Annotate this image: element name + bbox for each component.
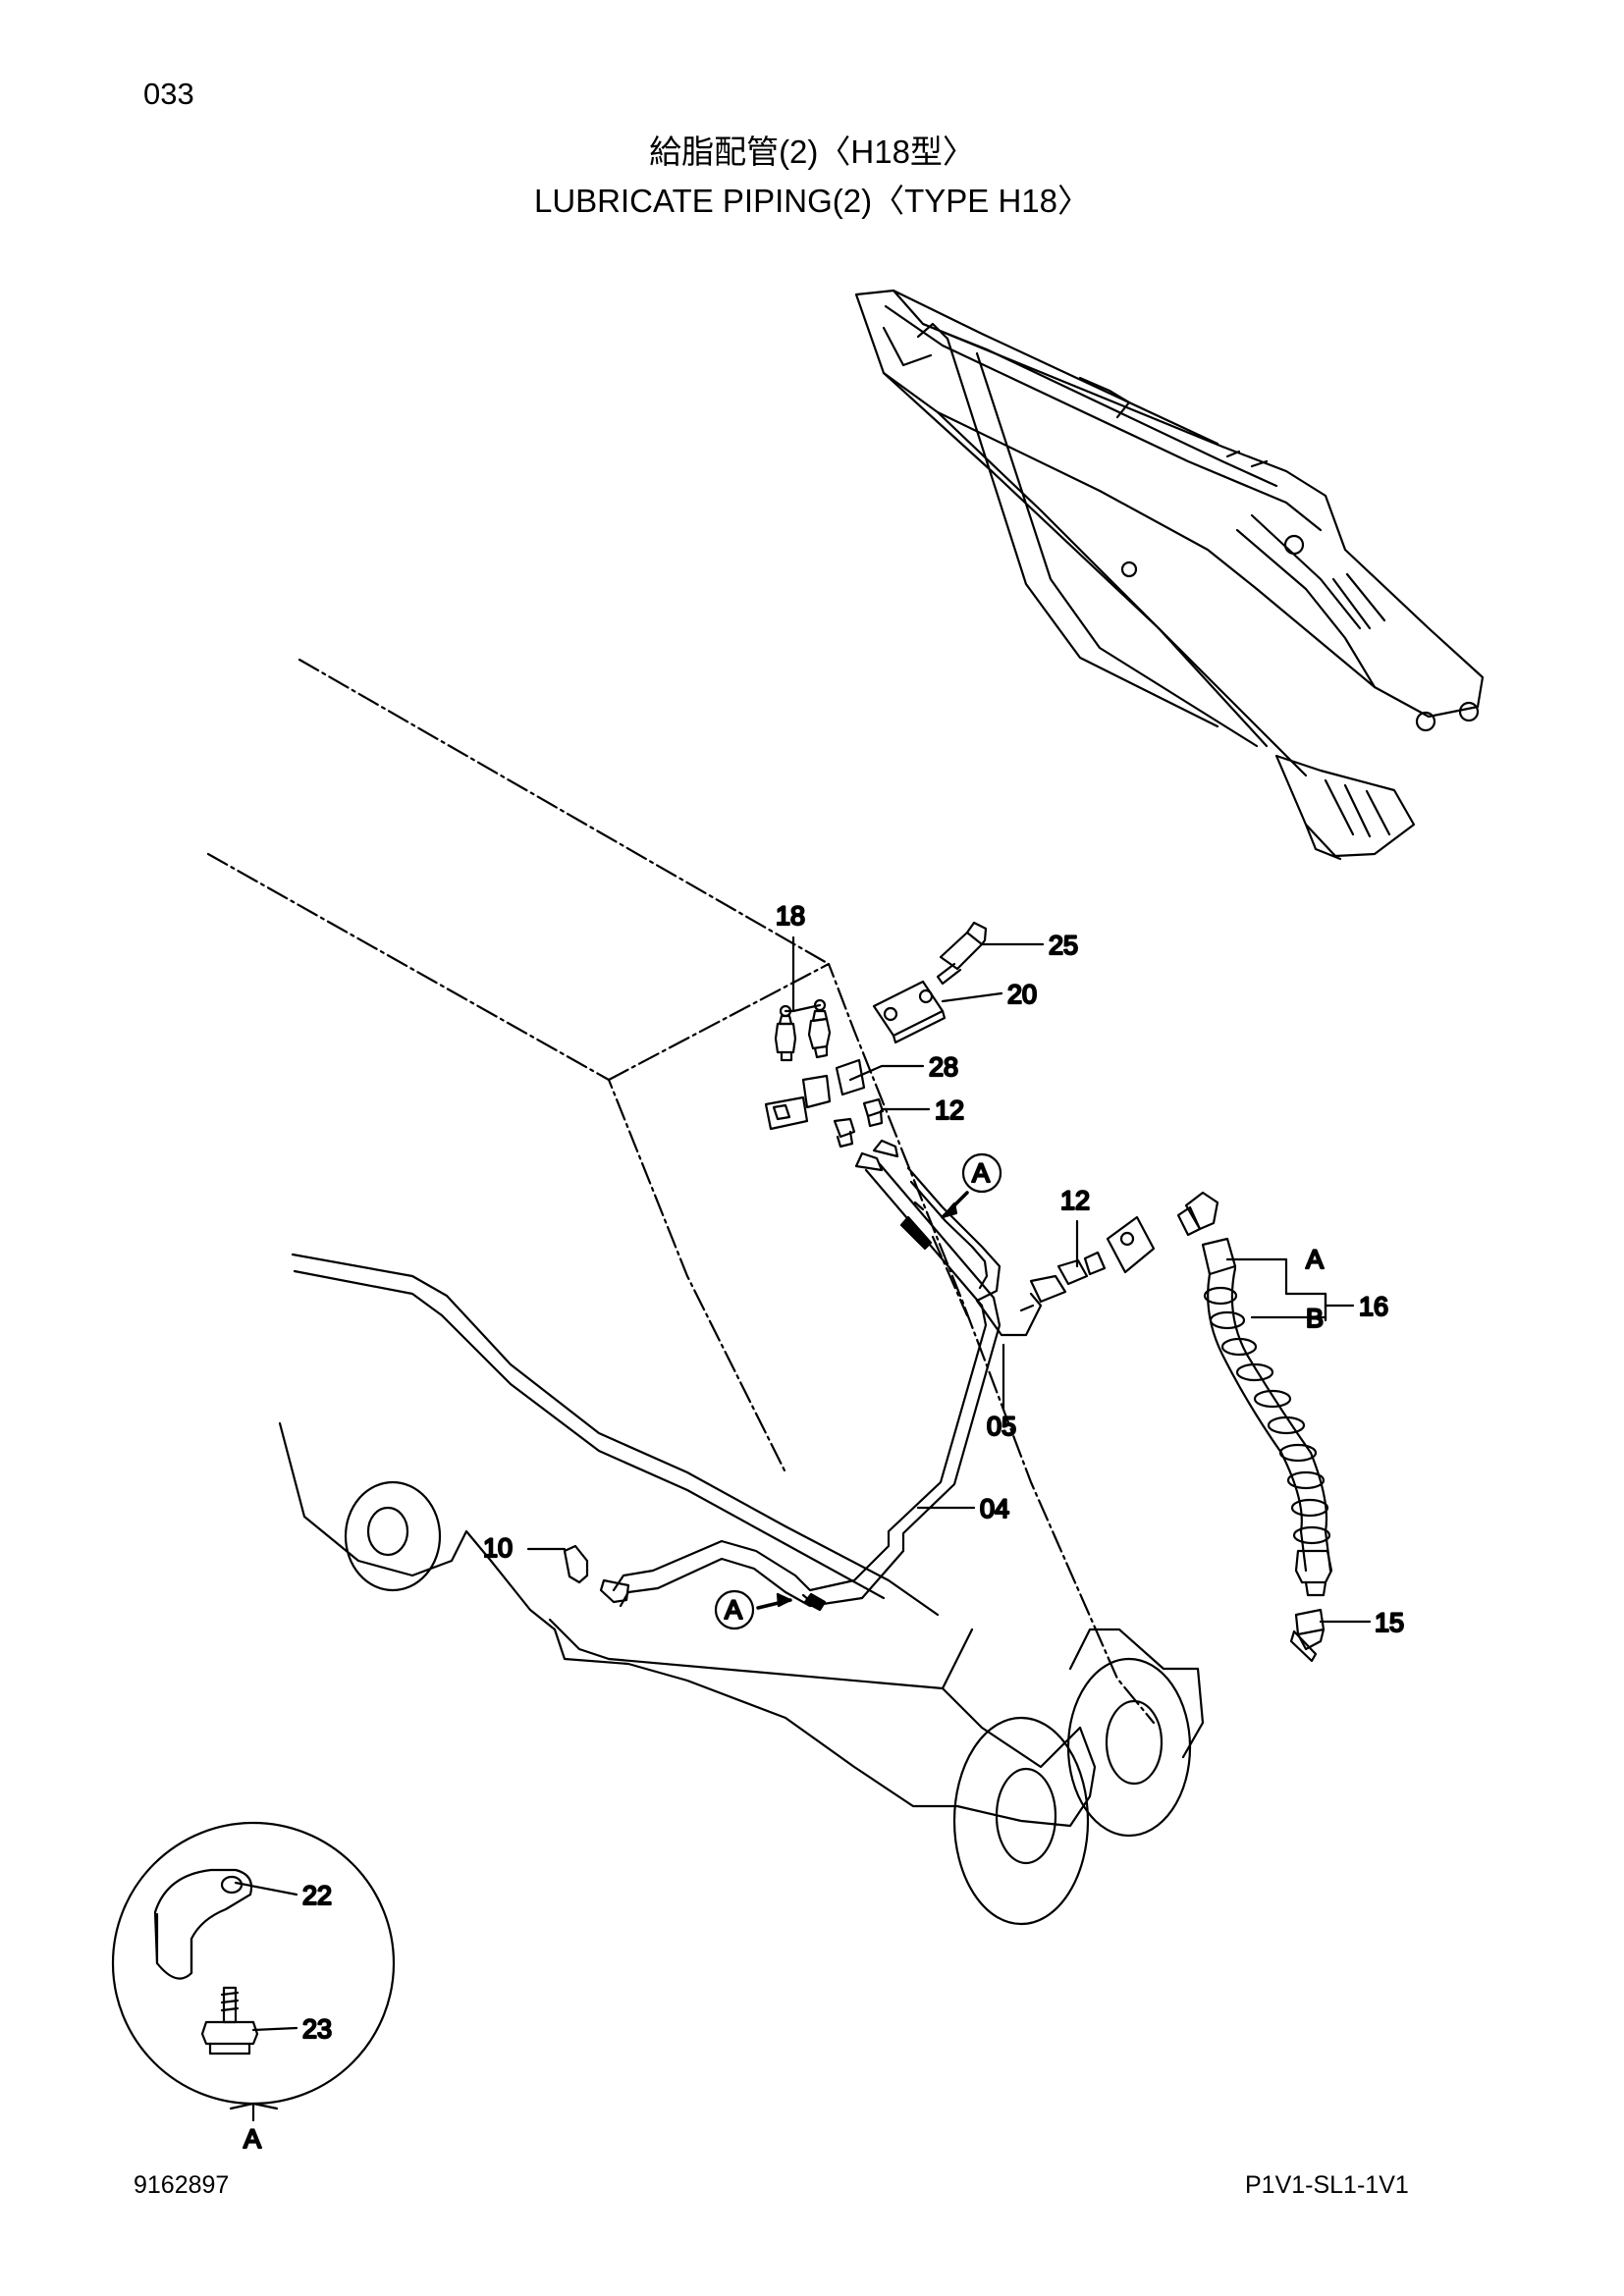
page-number: 033 [143, 77, 194, 111]
title-japanese: 給脂配管(2)〈H18型〉 [649, 133, 975, 170]
hose-assembly [1176, 1191, 1333, 1663]
callout-16: 16 [1359, 1292, 1388, 1321]
callout-28: 28 [929, 1052, 958, 1082]
callout-12-right: 12 [1060, 1186, 1090, 1215]
detail-a-label: A [244, 2124, 261, 2154]
document-number: 9162897 [134, 2171, 230, 2199]
callout-23: 23 [302, 2014, 332, 2044]
boom-foot [278, 1253, 1205, 1926]
title-english: LUBRICATE PIPING(2)〈TYPE H18〉 [533, 183, 1090, 219]
callout-25: 25 [1049, 931, 1078, 960]
callout-15: 15 [1375, 1608, 1404, 1637]
view-a-marker-lower: A [725, 1595, 742, 1625]
view-a-markers [714, 1152, 1002, 1630]
hose-end-a-label: A [1306, 1245, 1324, 1274]
callout-12-block: 12 [935, 1095, 964, 1125]
leader-lines [229, 935, 1372, 2122]
adapter-right [1029, 1215, 1156, 1304]
callout-18: 18 [776, 901, 805, 931]
view-a-marker-upper: A [972, 1158, 990, 1188]
callout-20: 20 [1007, 980, 1037, 1009]
mount-blocks [764, 921, 988, 1131]
hose-end-b-label: B [1306, 1304, 1324, 1333]
boom-outline [206, 658, 1156, 1725]
catalog-code: P1V1-SL1-1V1 [1245, 2171, 1409, 2199]
detail-a [111, 1821, 396, 2106]
callout-05: 05 [987, 1412, 1016, 1441]
callout-04: 04 [980, 1494, 1009, 1523]
excavator-overview [854, 289, 1485, 861]
adapters [833, 1097, 885, 1148]
callout-10: 10 [483, 1533, 513, 1563]
callout-22: 22 [302, 1881, 332, 1910]
